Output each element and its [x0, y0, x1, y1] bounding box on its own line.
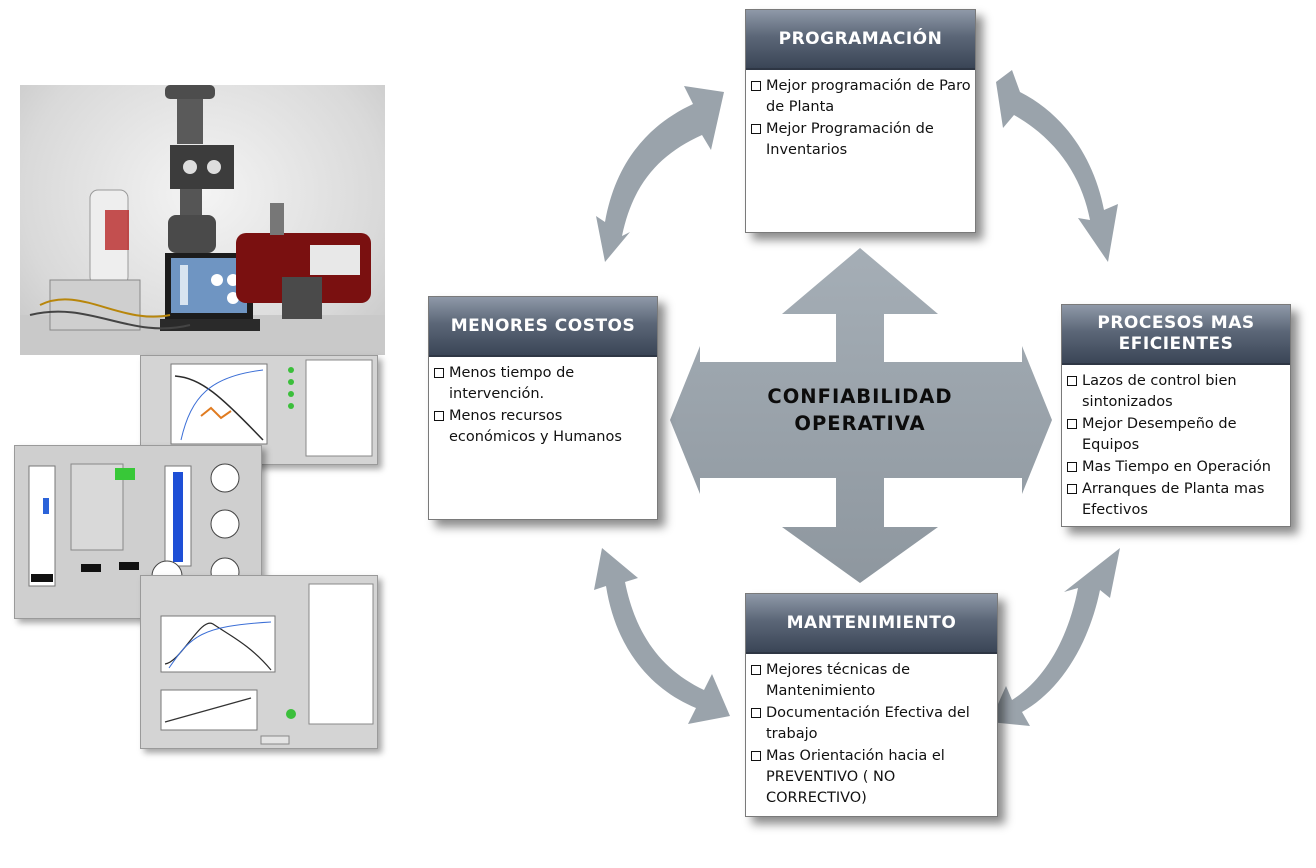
- checkbox-bullet-icon: [751, 751, 761, 761]
- list-item: Mejor Programación de Inventarios: [750, 119, 971, 161]
- curved-arrow-top-left: [596, 86, 724, 262]
- list-item: Menos tiempo de intervención.: [433, 363, 653, 405]
- center-label-line1: CONFIABILIDAD: [767, 385, 953, 408]
- curved-arrow-bottom-right: [990, 548, 1120, 726]
- procesos-title: PROCESOS MAS EFICIENTES: [1062, 305, 1290, 365]
- programacion-title: PROGRAMACIÓN: [746, 10, 975, 70]
- checkbox-bullet-icon: [751, 665, 761, 675]
- checkbox-bullet-icon: [434, 368, 444, 378]
- procesos-title-line1: PROCESOS MAS: [1097, 313, 1255, 333]
- list-item: Lazos de control bien sintonizados: [1066, 371, 1286, 413]
- curved-arrow-bottom-left: [594, 548, 730, 724]
- checkbox-bullet-icon: [1067, 462, 1077, 472]
- checkbox-bullet-icon: [434, 411, 444, 421]
- box-menores-costos: MENORES COSTOS Menos tiempo de intervenc…: [428, 296, 658, 520]
- list-item: Mas Tiempo en Operación: [1066, 457, 1286, 478]
- list-item: Menos recursos económicos y Humanos: [433, 406, 653, 448]
- checkbox-bullet-icon: [751, 708, 761, 718]
- menores-costos-title: MENORES COSTOS: [429, 297, 657, 357]
- box-procesos-eficientes: PROCESOS MAS EFICIENTES Lazos de control…: [1061, 304, 1291, 527]
- list-item: Arranques de Planta mas Efectivos: [1066, 479, 1286, 521]
- list-item: Mas Orientación hacia el PREVENTIVO ( NO…: [750, 746, 993, 809]
- list-item: Mejor Desempeño de Equipos: [1066, 414, 1286, 456]
- center-label-line2: OPERATIVA: [794, 412, 926, 435]
- mantenimiento-title: MANTENIMIENTO: [746, 594, 997, 654]
- list-item: Documentación Efectiva del trabajo: [750, 703, 993, 745]
- valve-equipment-illustration: [20, 85, 385, 355]
- checkbox-bullet-icon: [1067, 419, 1077, 429]
- checkbox-bullet-icon: [1067, 484, 1077, 494]
- center-label: CONFIABILIDAD OPERATIVA: [745, 383, 975, 437]
- box-mantenimiento: MANTENIMIENTO Mejores técnicas de Manten…: [745, 593, 998, 817]
- box-programacion: PROGRAMACIÓN Mejor programación de Paro …: [745, 9, 976, 233]
- list-item: Mejores técnicas de Mantenimiento: [750, 660, 993, 702]
- curved-arrow-top-right: [996, 70, 1118, 262]
- software-screenshot-bottom: [140, 575, 378, 749]
- checkbox-bullet-icon: [751, 81, 761, 91]
- equipment-photo: [20, 85, 385, 355]
- cross-arrow-icon: [670, 248, 1052, 583]
- procesos-title-line2: EFICIENTES: [1118, 334, 1234, 354]
- checkbox-bullet-icon: [751, 124, 761, 134]
- checkbox-bullet-icon: [1067, 376, 1077, 386]
- list-item: Mejor programación de Paro de Planta: [750, 76, 971, 118]
